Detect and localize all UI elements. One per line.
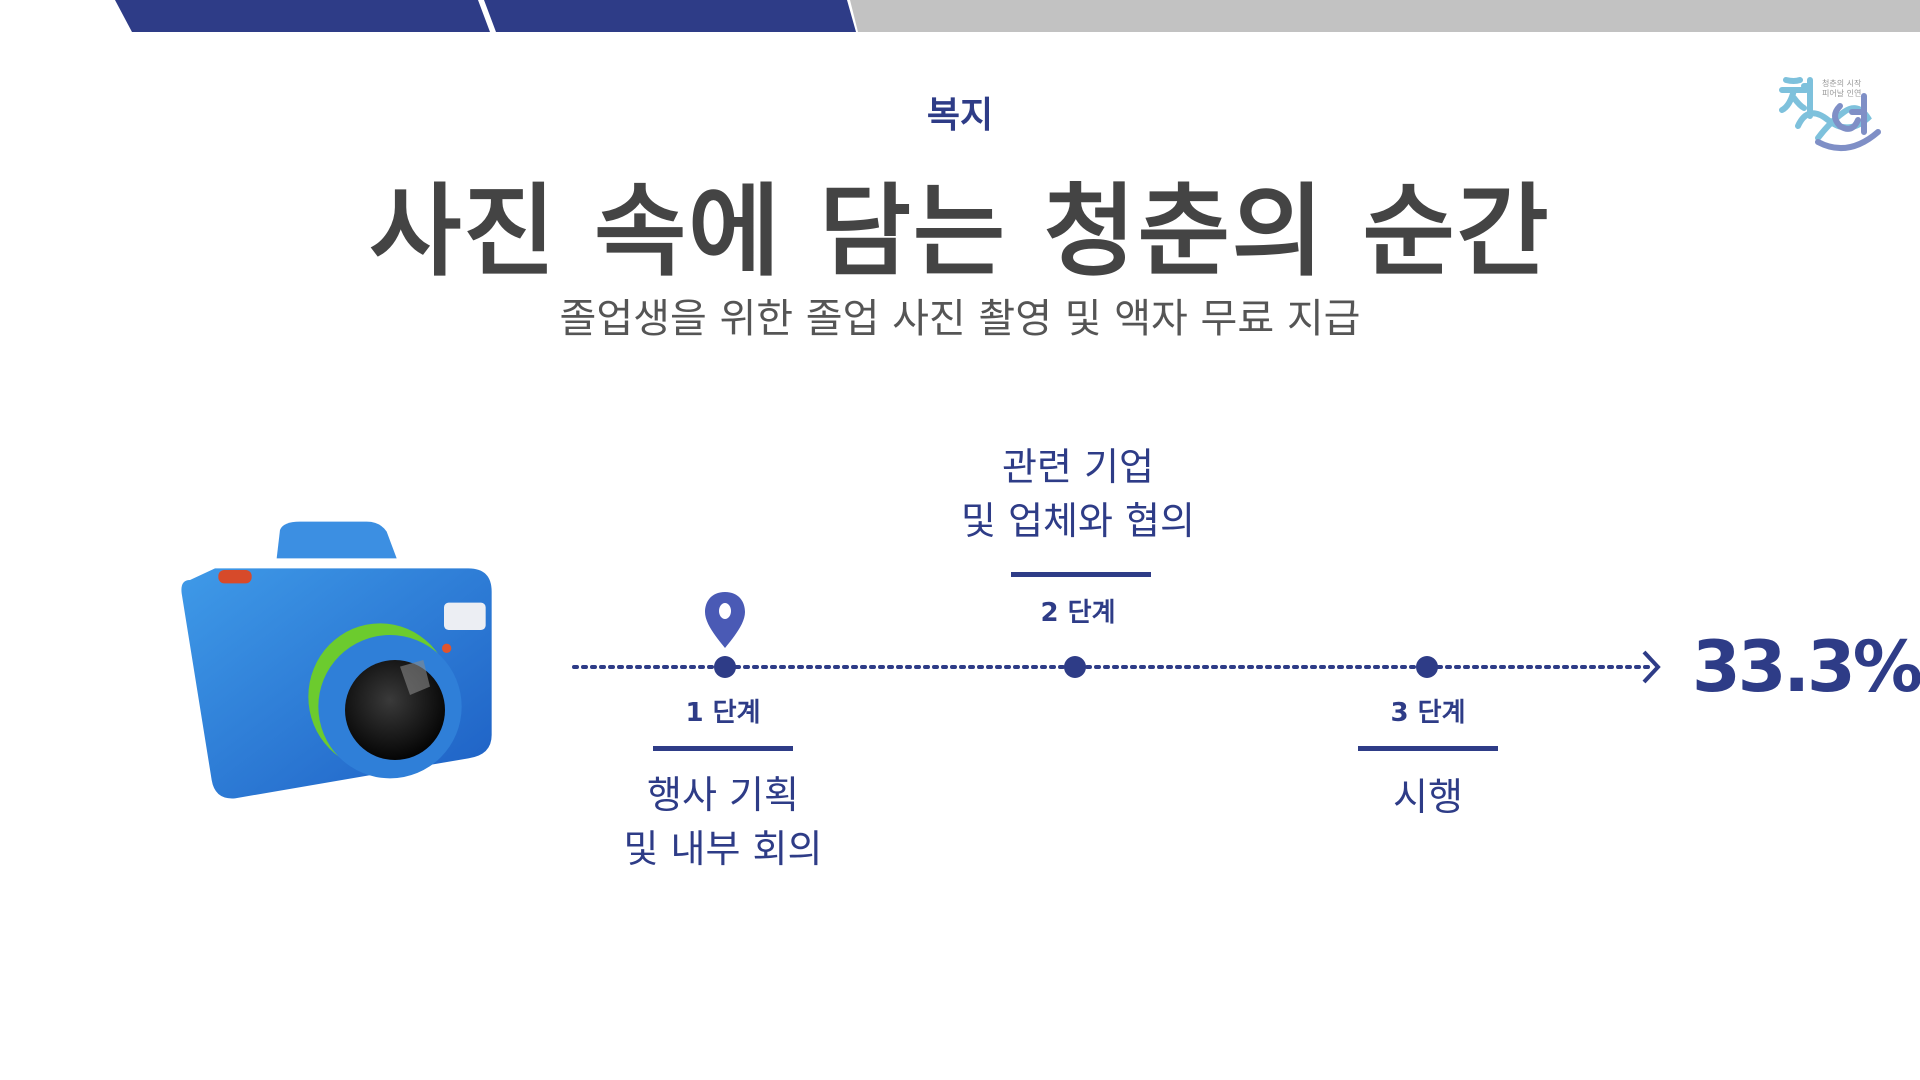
logo-tagline-2: 피어날 인연 <box>1822 88 1861 98</box>
stage-3-dot <box>1416 656 1438 678</box>
stage-2-desc-line-2: 및 업체와 협의 <box>961 499 1195 543</box>
top-decoration-bar <box>0 0 1920 32</box>
stage-3-description: 시행 <box>1393 775 1463 819</box>
logo-tagline-1: 청춘의 시작 <box>1822 78 1862 88</box>
stage-1-description: 행사 기획 및 내부 회의 <box>624 768 823 876</box>
stage-2-description: 관련 기업 및 업체와 협의 <box>961 440 1195 548</box>
stage-1-dot <box>714 656 736 678</box>
stage-2-dot <box>1064 656 1086 678</box>
logo-mark: 청춘의 시작 피어날 인연 <box>1779 77 1881 151</box>
logo: 청춘의 시작 피어날 인연 <box>1778 76 1888 156</box>
stage-2-bar <box>1011 572 1151 577</box>
stage-2-desc-line-1: 관련 기업 <box>1002 445 1154 489</box>
location-pin-icon <box>705 592 745 648</box>
stage-1-label: 1 단계 <box>685 698 761 728</box>
stage-3-bar <box>1358 746 1498 751</box>
stage-2-label: 2 단계 <box>1040 598 1116 628</box>
page-subtitle: 졸업생을 위한 졸업 사진 촬영 및 액자 무료 지급 <box>559 296 1361 342</box>
arrow-right-icon <box>1642 650 1661 684</box>
stage-1-desc-line-2: 및 내부 회의 <box>623 827 823 871</box>
stage-1-desc-line-1: 행사 기획 <box>647 773 799 817</box>
timeline <box>572 650 1661 684</box>
page-title: 사진 속에 담는 청춘의 순간 <box>369 173 1551 290</box>
camera-illustration <box>181 521 492 799</box>
category-label: 복지 <box>926 95 994 136</box>
stage-1-bar <box>653 746 793 751</box>
stage-3-label: 3 단계 <box>1390 698 1466 728</box>
progress-percent: 33.3% <box>1692 626 1920 708</box>
